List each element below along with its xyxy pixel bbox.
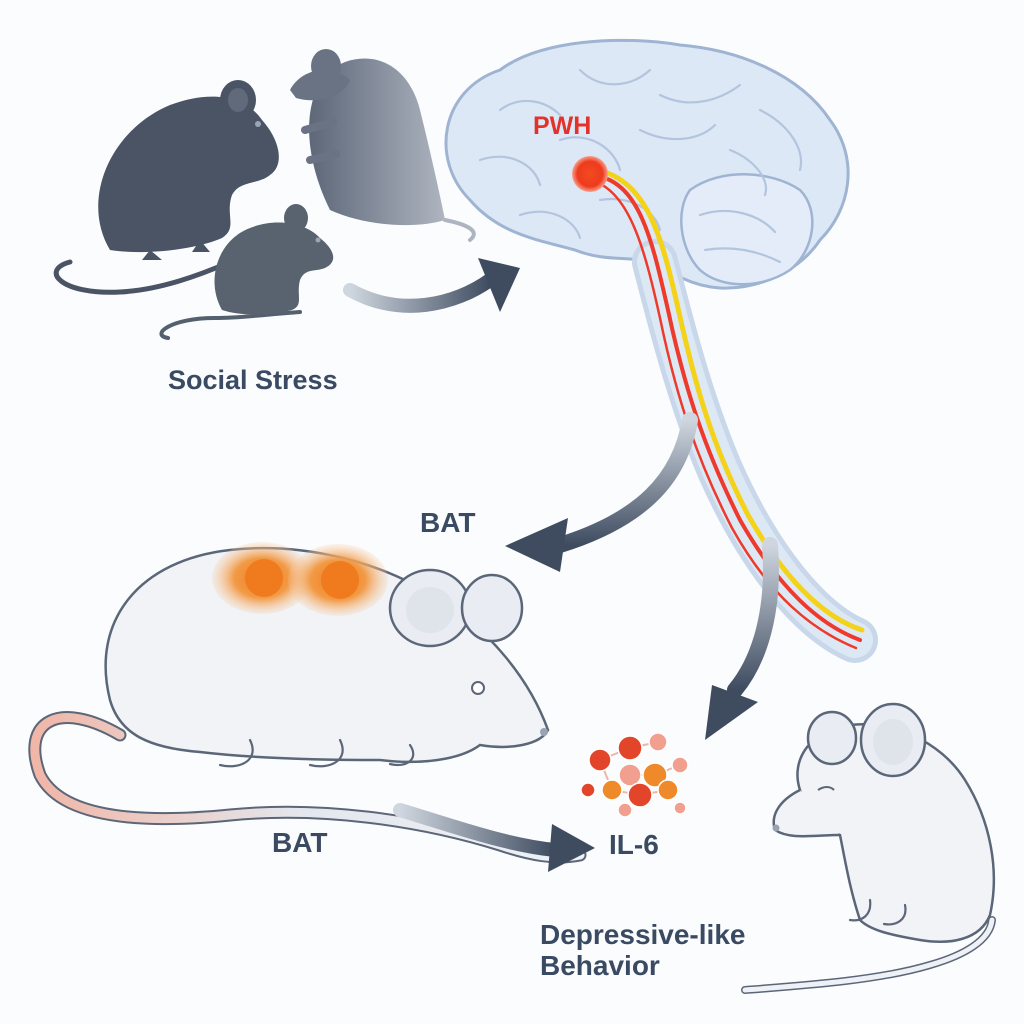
- arrow-bat-to-il6: [393, 803, 595, 872]
- social-stress-label: Social Stress: [168, 365, 338, 395]
- depressive-behavior-label: Depressive-like Behavior: [540, 919, 746, 982]
- dark-mouse-small: [159, 204, 334, 340]
- arrow-stress-to-brain: [343, 258, 520, 313]
- il6-label: IL-6: [609, 829, 659, 860]
- il6-molecule-cluster: [580, 732, 689, 818]
- bat-label-bottom: BAT: [272, 827, 328, 858]
- pwh-nucleus-dot: [572, 156, 608, 192]
- white-mouse-depressed: [741, 702, 996, 994]
- arrow-brain-to-il6: [705, 537, 779, 740]
- bat-fat-deposits: [212, 542, 388, 616]
- depressive-label-line2: Behavior: [540, 949, 660, 981]
- bat-label-top: BAT: [420, 507, 476, 538]
- brain: [444, 38, 878, 663]
- arrow-brain-to-bat: [505, 412, 698, 572]
- pwh-label: PWH: [533, 112, 592, 140]
- dark-mouse-standing: [290, 49, 476, 242]
- dark-mouse-large: [53, 80, 279, 295]
- depressive-label-line1: Depressive-like: [540, 919, 746, 950]
